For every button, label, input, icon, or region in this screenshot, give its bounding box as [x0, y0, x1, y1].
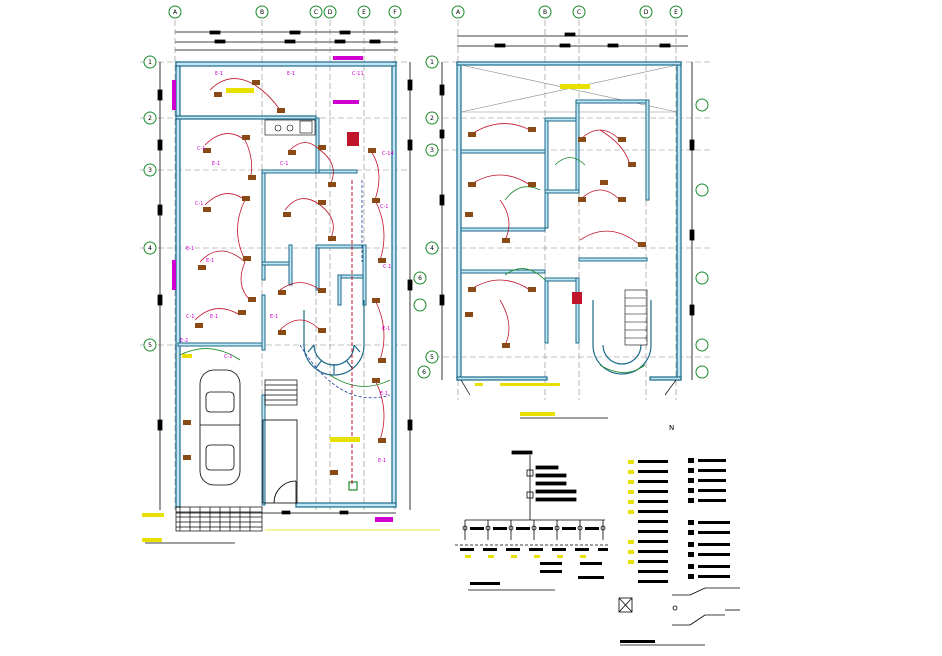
upper-grid-label-b: B	[543, 9, 547, 16]
upper-grid-label-1: 1	[430, 59, 434, 66]
tag-10: C-1	[186, 314, 194, 320]
tag-12: E-2	[180, 338, 188, 344]
tag-9: E-1	[206, 258, 214, 264]
kitchen-fixtures	[264, 119, 316, 136]
grid-bubble-labels: A B C D E F 1 2 3 4 5 6	[148, 9, 422, 349]
feeder-dashed	[299, 180, 391, 399]
exterior-walls	[175, 61, 397, 508]
grid-label-e: E	[362, 9, 366, 16]
interior-walls	[177, 117, 367, 506]
legend-text-left	[638, 460, 668, 583]
tag-15: C-14	[382, 151, 394, 157]
entry-door	[262, 419, 298, 504]
magenta-wall-marks	[172, 56, 393, 522]
circuit-tags: E-1 E-1 C-11 C-1 E-1 C-1 C-1 E-1 E-1 C-1…	[180, 71, 394, 464]
tag-7: C-1	[195, 201, 203, 207]
grid-label-4: 4	[148, 245, 152, 252]
grid-label-d: D	[328, 9, 333, 16]
ground-floor-plan: A B C D E F 1 2 3 4 5 6	[140, 5, 440, 544]
upper-floor-plan: A B C D E 1 2 3 4 5 6	[417, 5, 710, 432]
yellow-label-tags	[142, 88, 360, 542]
tag-14: C-1	[380, 204, 388, 210]
grid-label-3: 3	[148, 167, 152, 174]
entry-steps	[175, 379, 298, 532]
tag-6: C-1	[280, 161, 288, 167]
spiral-staircase	[303, 300, 365, 376]
grid-label-6: 6	[418, 275, 422, 282]
upper-grid-label-e: E	[674, 9, 678, 16]
grid-bubbles-top	[168, 5, 402, 19]
legend-box-symbol	[618, 597, 633, 613]
upper-power-circuits	[504, 157, 646, 373]
upper-grid-label-2: 2	[430, 115, 434, 122]
light-fixtures	[183, 80, 386, 475]
grid-label-a: A	[173, 9, 178, 16]
single-line-diagram	[455, 450, 610, 591]
upper-grid-label-c: C	[577, 9, 581, 16]
upper-straight-stair	[624, 289, 648, 346]
grid-label-5: 5	[148, 342, 152, 349]
upper-light-fixtures	[465, 127, 646, 348]
upper-grid-label-5: 5	[430, 354, 434, 361]
tag-11: E-1	[210, 314, 218, 320]
upper-grid-label-a: A	[456, 9, 461, 16]
bottom-dimension	[145, 510, 440, 544]
tag-2: E-1	[287, 71, 295, 77]
upper-grid-label-3: 3	[430, 147, 434, 154]
legend-switch-symbols	[672, 587, 740, 626]
symbol-legend	[618, 458, 740, 646]
upper-plan-title	[520, 412, 555, 416]
red-panel-box	[347, 132, 359, 146]
upper-interior-walls	[460, 99, 650, 344]
upper-red-box	[572, 292, 582, 304]
legend-symbols-right	[688, 458, 694, 579]
upper-yellow-tags	[475, 84, 590, 386]
tag-13: E-1	[270, 314, 278, 320]
legend-symbols-left	[628, 460, 634, 564]
tag-19: E-1	[378, 458, 386, 464]
tag-5: E-1	[212, 161, 220, 167]
north-arrow: N	[669, 424, 674, 432]
tag-3: C-11	[352, 71, 364, 77]
lighting-circuits	[194, 78, 385, 441]
meter-box	[348, 481, 358, 491]
legend-text-right	[698, 459, 730, 578]
upper-side-dimensions	[439, 62, 695, 380]
upper-grid-bubbles	[417, 5, 709, 379]
left-dimension-lines	[157, 62, 413, 510]
legend-title	[620, 640, 655, 643]
tag-18: E-1	[380, 391, 388, 397]
grid-label-b: B	[260, 9, 264, 16]
upper-top-dimension	[457, 32, 688, 48]
upper-lighting-circuits	[469, 123, 641, 346]
tag-20: C-1	[224, 354, 232, 360]
tag-17: E-1	[382, 326, 390, 332]
upper-bottom-dim	[460, 379, 677, 419]
tag-8: E-1	[186, 246, 194, 252]
tag-1: E-1	[215, 71, 223, 77]
grid-label-1: 1	[148, 59, 152, 66]
grid-label-f: F	[393, 9, 397, 16]
car-icon	[199, 369, 241, 486]
power-circuits	[179, 348, 391, 387]
upper-grid-label-4: 4	[430, 245, 434, 252]
grid-label-c: C	[314, 9, 318, 16]
upper-grid-labels: A B C D E 1 2 3 4 5 6	[422, 9, 678, 376]
grid-bubbles-side	[143, 55, 427, 352]
grid-label-2: 2	[148, 115, 152, 122]
upper-exterior-walls	[456, 61, 682, 381]
sld-yellow	[465, 555, 586, 558]
sld-labels	[460, 527, 608, 585]
upper-spiral-stair	[592, 300, 652, 375]
tag-16: C-1	[383, 264, 391, 270]
upper-grid-label-d: D	[644, 9, 649, 16]
top-dimension-lines	[175, 30, 398, 51]
upper-gridlines	[425, 20, 710, 400]
upper-grid-label-6: 6	[422, 369, 426, 376]
tag-4: C-1	[197, 146, 205, 152]
